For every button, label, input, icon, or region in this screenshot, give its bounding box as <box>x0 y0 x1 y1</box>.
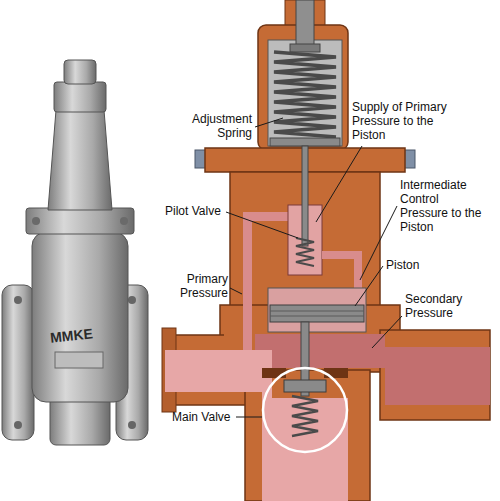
valve-interior <box>165 0 490 501</box>
valve-interior <box>290 44 320 52</box>
valve-photo <box>2 285 34 440</box>
brand-mark: MMKE <box>49 322 120 345</box>
valve-photo <box>32 232 128 402</box>
leader-line <box>226 118 402 417</box>
valve-interior <box>270 316 364 317</box>
valve-housing <box>162 0 490 501</box>
part-label: Intermediate Control Pressure to the Pis… <box>400 178 488 234</box>
valve-photo <box>55 352 103 368</box>
valve-interior <box>268 40 342 146</box>
leader-line <box>236 417 262 418</box>
valve-interior <box>296 238 314 266</box>
part-label: Secondary Pressure <box>405 292 485 320</box>
valve-interior <box>270 305 364 322</box>
valve-interior <box>296 0 314 48</box>
valve-photo <box>26 208 134 234</box>
leader-line <box>226 212 298 238</box>
valve-interior <box>354 251 362 291</box>
leader-line <box>372 316 402 348</box>
valve-photo <box>32 217 40 225</box>
valve-interior <box>284 380 326 392</box>
part-label: Pilot Valve <box>165 204 245 218</box>
leader-line <box>355 266 383 306</box>
leader-line <box>230 288 242 294</box>
valve-photo <box>14 296 22 304</box>
part-label: Main Valve <box>172 410 236 424</box>
valve-interior <box>243 212 293 221</box>
valve-photo <box>2 60 148 445</box>
valve-interior <box>243 212 252 352</box>
valve-interior <box>270 138 340 146</box>
valve-photo <box>64 60 96 84</box>
valve-interior <box>165 350 348 501</box>
valve-interior <box>262 368 286 378</box>
valve-interior <box>268 288 366 332</box>
leader-line <box>316 146 362 222</box>
valve-photo <box>48 110 112 210</box>
valve-photo <box>54 82 106 112</box>
valve-interior <box>292 396 318 436</box>
valve-housing <box>258 25 348 150</box>
valve-photo <box>120 217 128 225</box>
valve-interior <box>270 311 364 312</box>
valve-interior <box>274 52 336 137</box>
part-label: Adjustment Spring <box>172 112 252 140</box>
valve-interior <box>263 368 347 452</box>
valve-photo <box>128 296 136 304</box>
part-label: Supply of Primary Pressure to the Piston <box>352 100 460 142</box>
valve-photo <box>128 421 136 429</box>
valve-interior <box>302 146 308 246</box>
part-label: Primary Pressure <box>172 272 228 300</box>
part-label: Piston <box>386 258 446 272</box>
leader-line <box>255 118 283 127</box>
valve-interior <box>324 368 348 378</box>
valve-photo <box>14 421 22 429</box>
